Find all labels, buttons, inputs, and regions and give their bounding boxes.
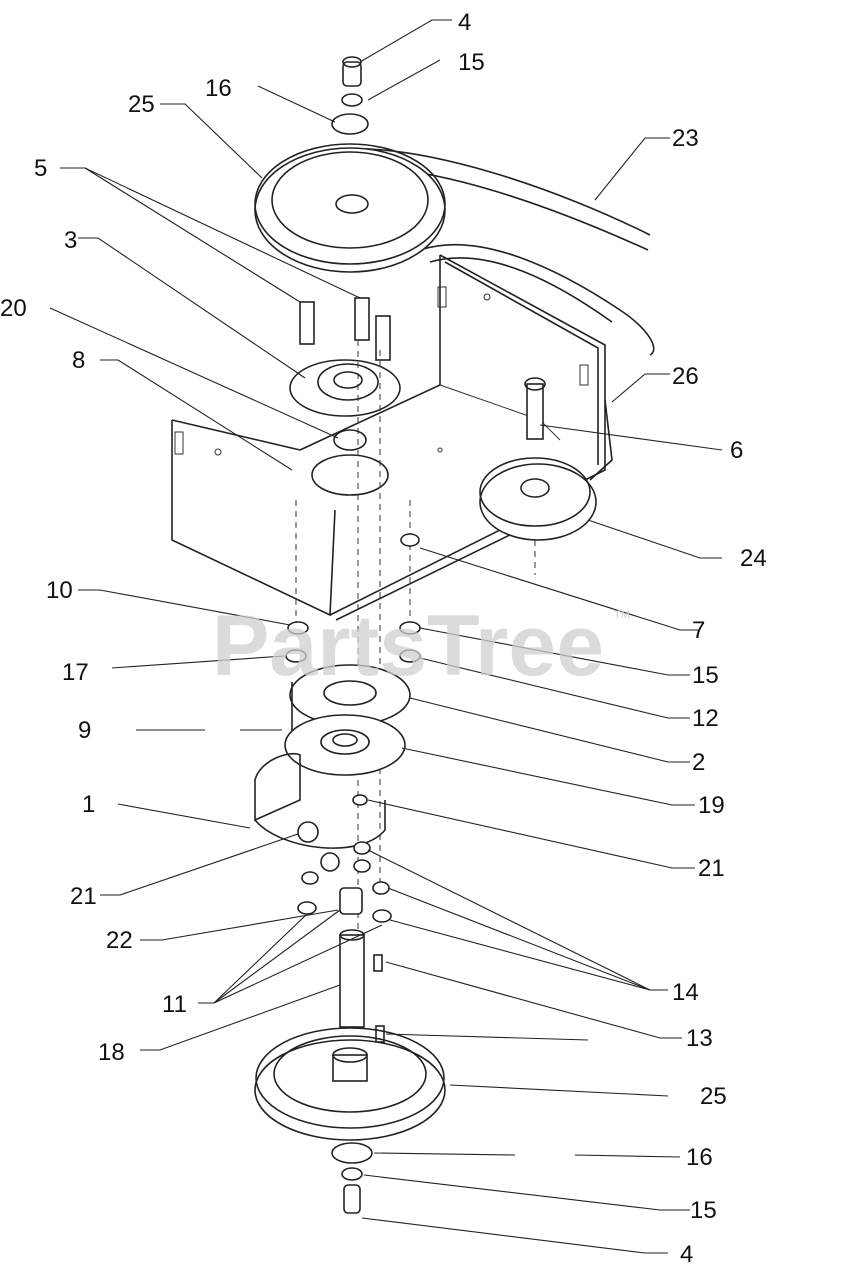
callout-21-right: 21 [698,855,725,882]
idler-pulley [479,377,597,541]
callout-1: 1 [82,791,95,818]
watermark-trademark: TM [614,609,630,621]
carriage-bolts [299,297,391,361]
callout-2: 2 [692,749,705,776]
callout-16-top: 16 [205,75,232,102]
callout-10: 10 [46,577,73,604]
callout-8: 8 [72,347,85,374]
callout-5: 5 [34,155,47,182]
callout-12: 12 [692,705,719,732]
callout-15-bottom: 15 [690,1197,717,1224]
callout-26: 26 [672,363,699,390]
top-pulley [254,143,446,273]
top-bolt-stack [331,56,369,135]
leader-lines [49,19,723,1254]
callout-25-top: 25 [128,91,155,118]
drive-shaft [339,929,385,1043]
watermark-text: PartsTree [212,598,604,694]
callout-9: 9 [78,717,91,744]
callout-15-mid: 15 [692,662,719,689]
lower-nuts [297,794,392,923]
callout-14: 14 [672,979,699,1006]
upper-bearing-flange [289,359,401,496]
idler-arm [589,399,613,481]
callout-19: 19 [698,792,725,819]
callout-6: 6 [730,437,743,464]
callout-17: 17 [62,659,89,686]
callout-23: 23 [672,125,699,152]
bottom-pulley [254,1027,446,1141]
callout-16-bottom: 16 [686,1144,713,1171]
callout-11: 11 [162,991,187,1018]
callout-20: 20 [0,295,27,322]
callout-25-bottom: 25 [700,1083,727,1110]
gear-housing [254,753,386,872]
callout-21-left: 21 [70,883,97,910]
callout-24: 24 [740,545,767,572]
callout-13: 13 [686,1025,713,1052]
callout-22: 22 [106,927,133,954]
callout-15-top: 15 [458,49,485,76]
bottom-bolt-stack [331,1142,373,1214]
callout-4-top: 4 [458,9,471,36]
callout-4-bottom: 4 [680,1241,693,1268]
callout-18: 18 [98,1039,125,1066]
callout-labels: 4 15 16 25 23 5 3 20 8 26 6 24 10 7 17 1… [0,9,767,1268]
lower-bearing-flanges [284,664,411,776]
callout-7: 7 [692,617,705,644]
callout-3: 3 [64,227,77,254]
